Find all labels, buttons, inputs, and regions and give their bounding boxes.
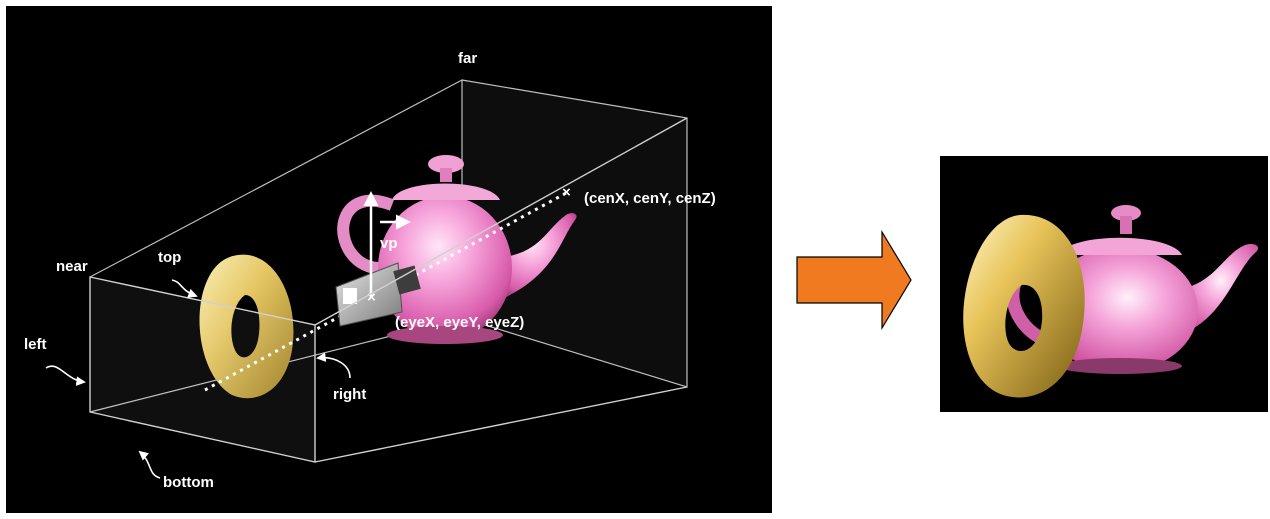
label-pointers [45, 279, 351, 479]
frustum-edge-top-right [314, 117, 688, 326]
top-label: top [158, 249, 181, 266]
camera-viewfinder [343, 288, 357, 304]
eye-marker: × [367, 289, 376, 306]
rendered-torus [963, 214, 1085, 398]
teapot-knob-stem [440, 168, 452, 182]
eye-point-label: (eyeX, eyeY, eyeZ) [395, 314, 524, 331]
rendered-teapot-base [1058, 358, 1182, 374]
top-pointer [171, 279, 198, 298]
teapot-spout [495, 213, 577, 300]
frustum-edge-bottom-right [314, 386, 688, 463]
right-pointer [316, 352, 351, 379]
bottom-pointer [138, 450, 161, 479]
teapot-lid [392, 183, 500, 200]
rendered-view [940, 156, 1268, 412]
near-label: near [56, 258, 88, 275]
teapot-3d [337, 155, 577, 344]
right-arrow [796, 229, 912, 331]
rendered-teapot-knob-stem [1120, 216, 1132, 234]
left-pointer [45, 365, 86, 386]
teapot-base [387, 326, 503, 344]
bottom-label: bottom [163, 474, 214, 491]
frustum-edge-top-left [89, 79, 463, 278]
frustum-front [89, 117, 688, 463]
rendered-teapot-lid [1058, 237, 1182, 255]
line-of-sight [204, 190, 569, 392]
up-vector: vp [363, 191, 411, 296]
teapot-knob [428, 155, 464, 173]
left-label: left [24, 336, 47, 353]
torus-3d [199, 254, 294, 399]
teapot-body [378, 196, 512, 340]
rendered-teapot-knob [1111, 205, 1141, 221]
up-vector-label: vp [380, 235, 398, 252]
center-marker: × [562, 184, 571, 201]
camera-lens [393, 265, 421, 295]
center-point-label: (cenX, cenY, cenZ) [584, 190, 716, 207]
far-label: far [458, 50, 477, 67]
torus-ring [199, 254, 294, 399]
right-label: right [333, 386, 366, 403]
